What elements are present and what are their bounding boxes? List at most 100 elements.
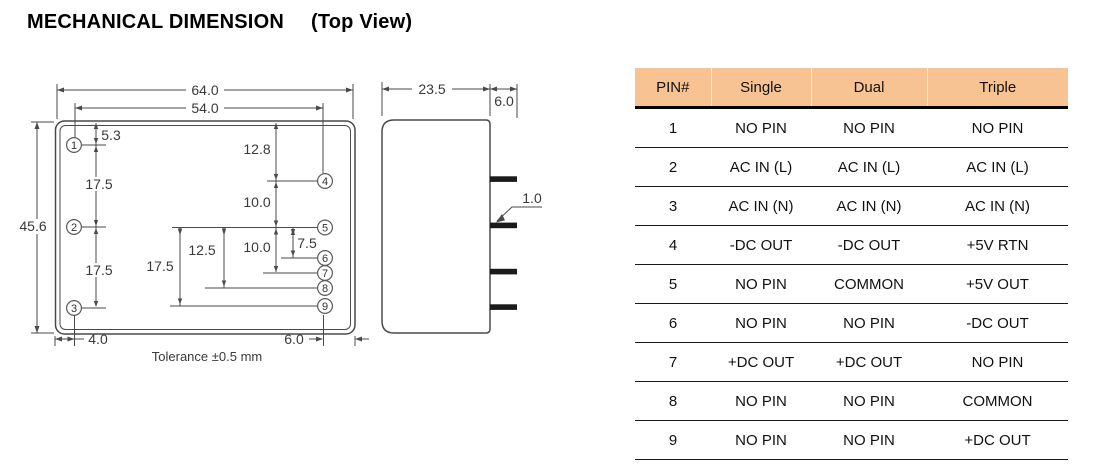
dim-pin-thickness-leader	[496, 206, 542, 223]
side-view-body	[381, 119, 491, 334]
pin-numbers: 1 2 3 4 5 6 7 8 9	[71, 140, 328, 315]
section-subtitle-text: (Top View)	[310, 11, 413, 33]
pin-number-8: 8	[322, 283, 328, 295]
table-row: 4 -DC OUT -DC OUT +5V RTN	[635, 225, 1068, 265]
cell-triple: COMMON	[927, 381, 1068, 421]
col-header-pin: PIN#	[635, 68, 711, 109]
cell-dual: AC IN (N)	[811, 186, 927, 226]
top-view-pins	[65, 137, 334, 317]
dim-label-17-5a: 17.5	[85, 176, 112, 192]
dim-label-1-0: 1.0	[522, 190, 542, 206]
cell-triple: +DC OUT	[927, 420, 1068, 460]
pin-marker-3	[65, 300, 82, 317]
dim-label-23-5: 23.5	[418, 81, 445, 97]
pin-function-table: PIN# Single Dual Triple 1 NO PIN NO PIN …	[635, 68, 1068, 460]
side-view-dim-labels: 23.5 6.0 1.0	[418, 81, 542, 206]
dim-label-4-0: 4.0	[88, 331, 108, 347]
cell-single: NO PIN	[711, 420, 811, 460]
dim-overall-height	[15, 121, 54, 334]
dim-label-17-5b: 17.5	[85, 262, 112, 278]
cell-triple: NO PIN	[927, 342, 1068, 382]
cell-pin: 2	[635, 147, 711, 187]
pin-number-4: 4	[322, 176, 328, 188]
cell-triple: AC IN (L)	[927, 147, 1068, 187]
cell-triple: +5V OUT	[927, 264, 1068, 304]
table-row: 5 NO PIN COMMON +5V OUT	[635, 264, 1068, 304]
cell-single: NO PIN	[711, 264, 811, 304]
pin-number-9: 9	[322, 301, 328, 313]
dim-bottom-right-offset	[309, 315, 369, 346]
table-row: 2 AC IN (L) AC IN (L) AC IN (L)	[635, 147, 1068, 187]
dim-label-7-5: 7.5	[297, 235, 317, 251]
dim-body-depth	[381, 82, 518, 118]
side-pin-4	[490, 304, 517, 310]
pin-number-1: 1	[71, 140, 77, 152]
side-pin-2	[490, 222, 517, 229]
cell-pin: 1	[635, 107, 711, 148]
mechanical-drawing: 1 2 3 4 5 6 7 8 9 64.0 54.0 45.6 5.3 17.…	[15, 81, 542, 364]
tolerance-note: Tolerance ±0.5 mm	[152, 349, 262, 364]
side-view: 23.5 6.0 1.0	[381, 81, 542, 334]
side-view-pins	[490, 176, 517, 310]
dim-label-12-5: 12.5	[188, 242, 215, 258]
pin-marker-9	[317, 298, 334, 315]
pin-marker-4	[317, 173, 334, 190]
table-row: 9 NO PIN NO PIN +DC OUT	[635, 420, 1068, 460]
dim-pin-span-width	[74, 101, 324, 173]
pin-marker-8	[317, 280, 334, 297]
pin-number-3: 3	[71, 303, 77, 315]
pin-number-7: 7	[322, 268, 328, 280]
pin-number-2: 2	[71, 222, 77, 234]
dim-left-pin-column	[80, 123, 117, 309]
cell-dual: NO PIN	[811, 107, 927, 148]
top-view-body-inner	[59, 125, 351, 330]
dim-label-12-8: 12.8	[243, 141, 270, 157]
cell-triple: NO PIN	[927, 107, 1068, 148]
cell-dual: NO PIN	[811, 381, 927, 421]
dim-right-measure-line	[170, 123, 317, 307]
table-row: 1 NO PIN NO PIN NO PIN	[635, 107, 1068, 148]
cell-pin: 6	[635, 303, 711, 343]
col-header-dual: Dual	[810, 68, 927, 109]
dim-label-6-0: 6.0	[284, 331, 304, 347]
cell-single: +DC OUT	[711, 342, 811, 382]
cell-triple: -DC OUT	[927, 303, 1068, 343]
cell-single: NO PIN	[711, 303, 811, 343]
cell-dual: NO PIN	[811, 420, 927, 460]
cell-dual: COMMON	[811, 264, 927, 304]
dim-pitch-5-9	[177, 227, 183, 306]
dim-label-54: 54.0	[191, 100, 218, 116]
cell-single: NO PIN	[711, 381, 811, 421]
table-row: 6 NO PIN NO PIN -DC OUT	[635, 303, 1068, 343]
dim-label-17-5c: 17.5	[146, 258, 173, 274]
dim-label-6-0-side: 6.0	[494, 93, 514, 109]
cell-triple: +5V RTN	[927, 225, 1068, 265]
cell-single: -DC OUT	[711, 225, 811, 265]
dim-pitch-5-8	[221, 227, 227, 288]
col-header-single: Single	[710, 68, 811, 109]
section-title: MECHANICAL DIMENSION (Top View)	[27, 11, 412, 34]
cell-dual: AC IN (L)	[811, 147, 927, 187]
cell-dual: -DC OUT	[811, 225, 927, 265]
cell-pin: 8	[635, 381, 711, 421]
side-pin-1	[490, 176, 517, 182]
section-title-text: MECHANICAL DIMENSION	[27, 11, 284, 33]
table-header-row: PIN# Single Dual Triple	[635, 68, 1068, 109]
cell-pin: 5	[635, 264, 711, 304]
cell-single: NO PIN	[711, 107, 811, 148]
cell-pin: 4	[635, 225, 711, 265]
top-view-dim-labels: 64.0 54.0 45.6 5.3 17.5 17.5 12.8 10.0 1…	[19, 82, 317, 347]
dim-overall-width	[56, 83, 354, 119]
dim-pitch-5-6	[290, 227, 296, 258]
cell-pin: 7	[635, 342, 711, 382]
cell-dual: +DC OUT	[811, 342, 927, 382]
table-row: 7 +DC OUT +DC OUT NO PIN	[635, 342, 1068, 382]
dim-label-64: 64.0	[191, 82, 218, 98]
side-pin-3	[490, 268, 517, 275]
dim-label-5-3: 5.3	[101, 127, 121, 143]
cell-pin: 9	[635, 420, 711, 460]
dim-label-10-0b: 10.0	[243, 239, 270, 255]
table-row: 3 AC IN (N) AC IN (N) AC IN (N)	[635, 186, 1068, 226]
cell-single: AC IN (L)	[711, 147, 811, 187]
